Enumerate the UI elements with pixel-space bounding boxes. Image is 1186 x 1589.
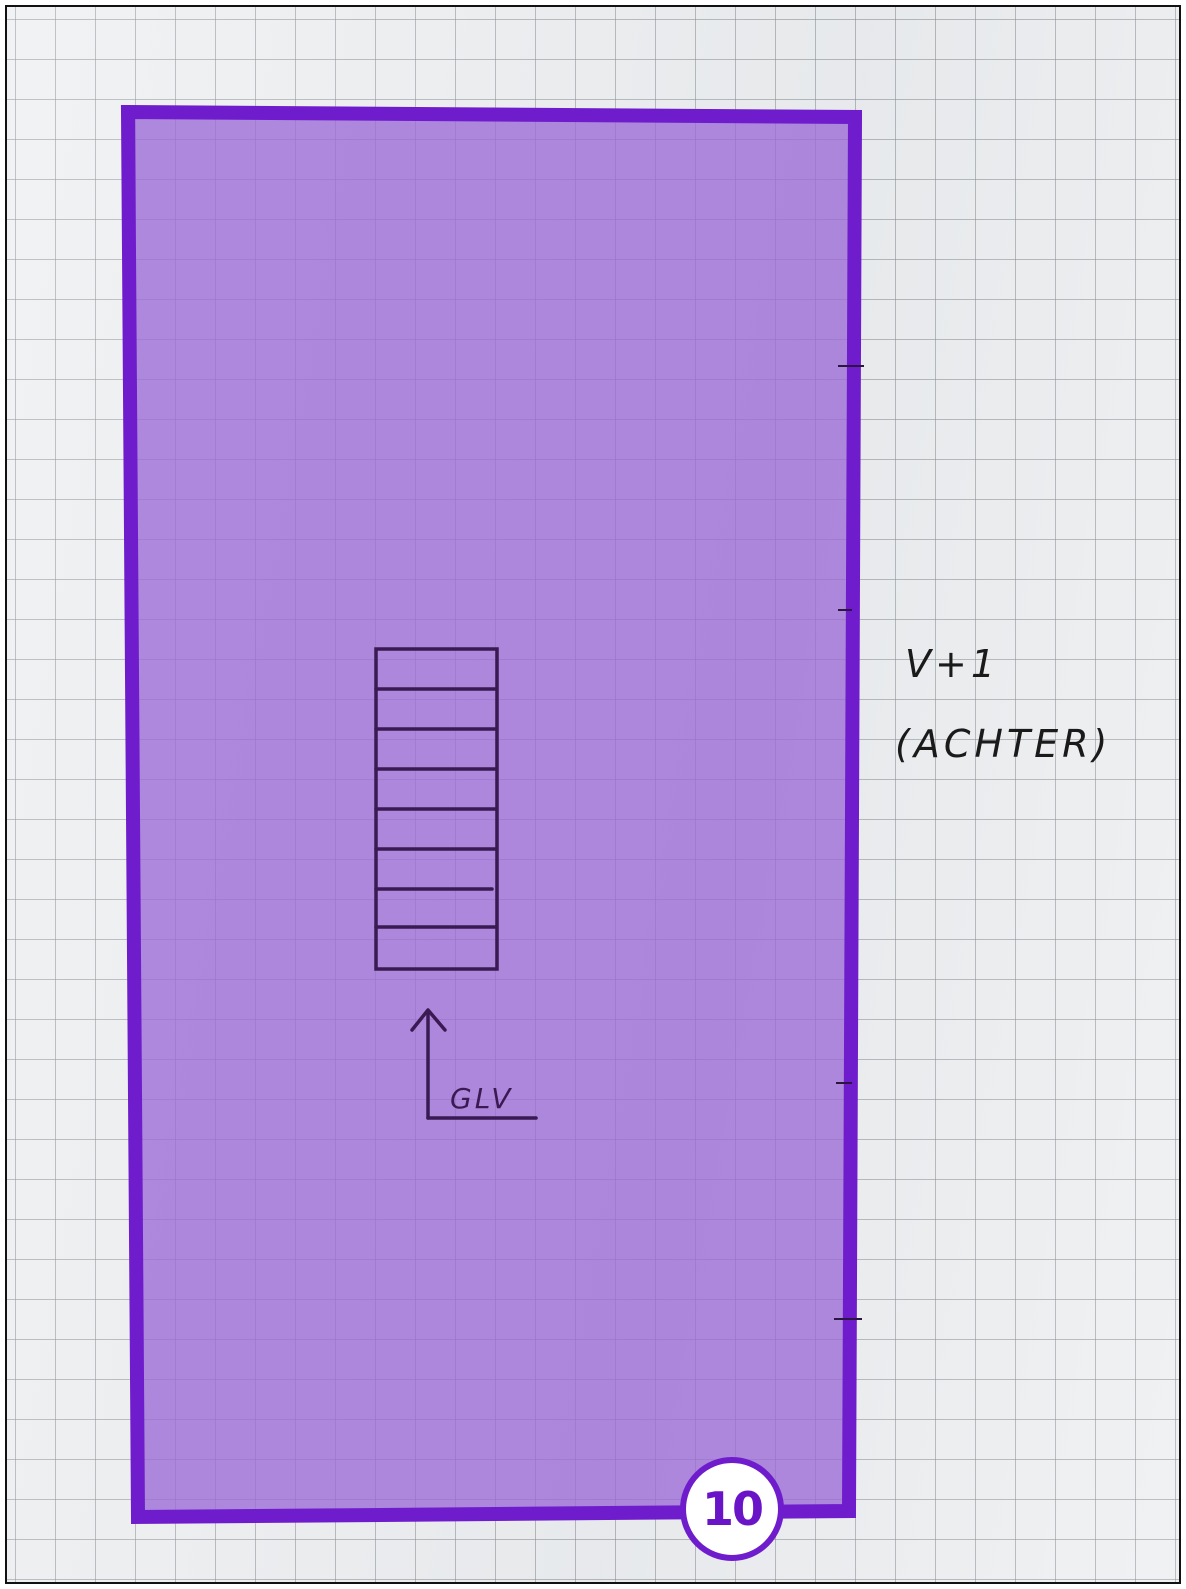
side-label: (ACHTER) [895, 722, 1112, 766]
room-area[interactable] [120, 104, 863, 1525]
stair-label: GLV [450, 1082, 513, 1115]
wall-tick-marks [834, 365, 864, 1320]
room-number-badge[interactable]: 10 [680, 1457, 784, 1561]
floor-label: V+1 [905, 642, 1000, 686]
staircase [374, 647, 499, 971]
stair-direction-arrow [410, 1008, 538, 1120]
